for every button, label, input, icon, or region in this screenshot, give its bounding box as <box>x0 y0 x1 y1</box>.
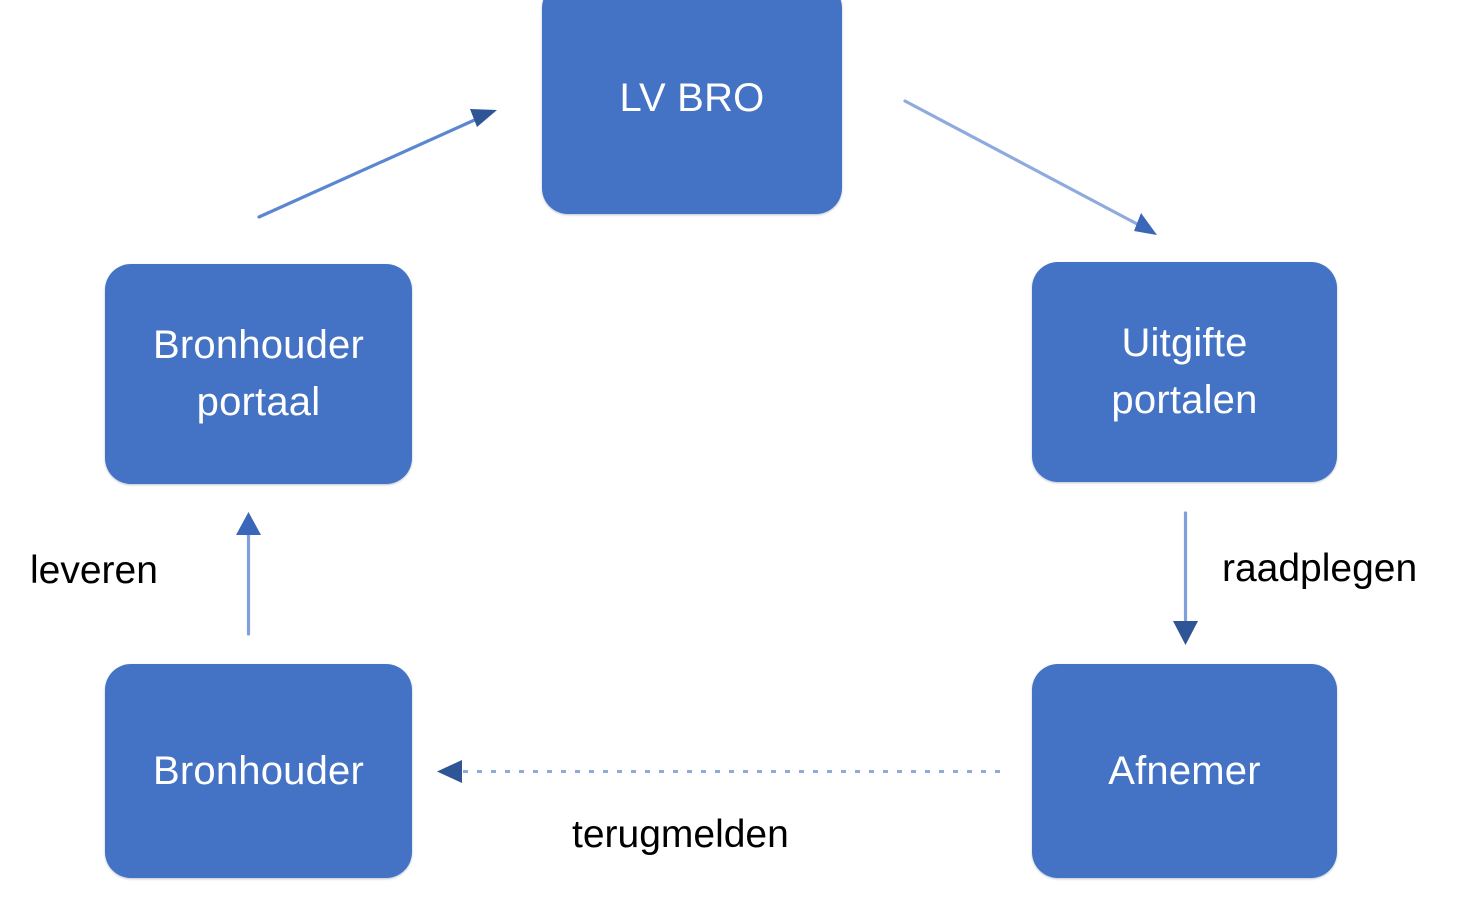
edge-label-terugmelden: terugmelden <box>572 813 789 856</box>
node-uitgifte-portalen[interactable]: Uitgifte portalen <box>1032 262 1337 482</box>
node-uitgifte-portalen-label: Uitgifte portalen <box>1111 321 1258 422</box>
edge-lv-bro-to-uitgifte-portalen <box>903 99 1157 235</box>
node-bronhouder[interactable]: Bronhouder <box>105 664 412 878</box>
edge-bronhouder-to-bronhouder-portaal <box>236 512 261 636</box>
node-bronhouder-portaal-label: Bronhouder portaal <box>152 323 365 424</box>
node-lv-bro-label: LV BRO <box>619 75 765 120</box>
node-afnemer-label: Afnemer <box>1108 748 1261 793</box>
edge-bronhouder-portaal-to-lv-bro <box>257 109 497 219</box>
node-bronhouder-portaal[interactable]: Bronhouder portaal <box>105 264 412 484</box>
node-bronhouder-label: Bronhouder <box>152 748 365 793</box>
edge-uitgifte-portalen-to-afnemer <box>1173 511 1198 645</box>
edge-label-raadplegen: raadplegen <box>1222 547 1418 590</box>
node-afnemer[interactable]: Afnemer <box>1032 664 1337 878</box>
edge-label-leveren: leveren <box>30 549 158 592</box>
node-lv-bro[interactable]: LV BRO <box>542 0 842 214</box>
edge-afnemer-to-bronhouder <box>437 760 1000 783</box>
